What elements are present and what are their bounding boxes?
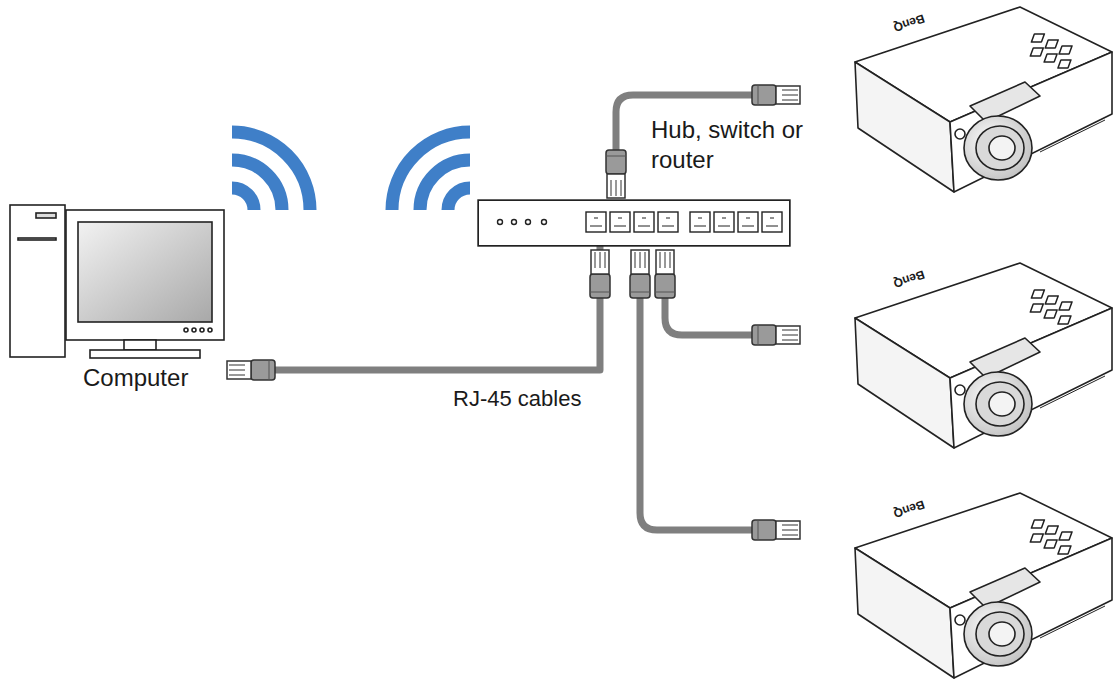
cable-label: RJ-45 cables [453, 386, 581, 412]
computer-node: Computer [8, 195, 233, 400]
device-label: Computer [83, 363, 188, 393]
brand-logo: BenQ [892, 267, 927, 290]
device-label: Hub, switch or router [651, 115, 811, 175]
hub-node: Hub, switch or router [478, 200, 790, 246]
brand-logo: BenQ [892, 11, 927, 34]
brand-logo: BenQ [892, 497, 927, 520]
cable-connector [233, 246, 600, 370]
